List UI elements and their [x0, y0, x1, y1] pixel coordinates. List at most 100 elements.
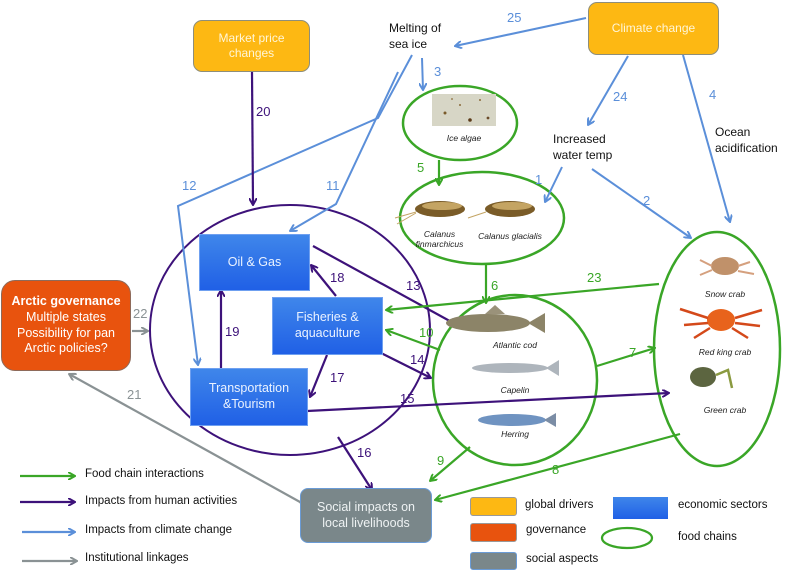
- arrow-14: [380, 352, 431, 378]
- label-2: 2: [643, 193, 651, 208]
- label-6: 6: [491, 278, 499, 293]
- caption-calanus-glacialis: Calanus glacialis: [478, 231, 542, 241]
- label-3: 3: [434, 64, 442, 79]
- caption-capelin: Capelin: [500, 385, 530, 395]
- legend-label-food-chain: Food chain interactions: [85, 468, 204, 480]
- ice-algae-image: [432, 94, 496, 126]
- governance-line-3: Arctic policies?: [24, 341, 108, 356]
- governance-line-1: Multiple states: [26, 309, 106, 324]
- oil-gas-box: Oil & Gas: [199, 234, 310, 291]
- calanus-finmarchicus-image: [394, 201, 465, 225]
- arrow-13: [312, 245, 457, 325]
- food-chain-fish: [431, 293, 599, 467]
- arctic-governance-box: Arctic governance Multiple states Possib…: [1, 280, 131, 371]
- label-21: 21: [127, 387, 142, 402]
- arrow-11: [290, 71, 399, 231]
- arrow-15: [306, 393, 669, 413]
- social-impacts-label: Social impacts on local livelihoods: [317, 499, 415, 530]
- label-13: 13: [406, 278, 421, 293]
- market-price-box: Market price changes: [193, 20, 310, 72]
- governance-line-2: Possibility for pan: [17, 325, 115, 340]
- label-10: 10: [419, 325, 434, 340]
- arrow-4: [682, 54, 730, 222]
- label-18: 18: [330, 270, 345, 285]
- legend-swatch-governance: [470, 523, 517, 542]
- legend-label-social-aspects: social aspects: [526, 553, 599, 565]
- climate-change-label: Climate change: [611, 21, 696, 35]
- label-25: 25: [507, 10, 522, 25]
- food-chain-calanus: [398, 170, 566, 266]
- label-19: 19: [225, 324, 240, 339]
- ocean-acidification-label: Ocean acidification: [715, 125, 778, 156]
- fisheries-box: Fisheries & aquaculture: [272, 297, 383, 355]
- arrow-18: [311, 265, 337, 297]
- arrow-1: [545, 166, 563, 202]
- label-17: 17: [330, 370, 345, 385]
- legend-label-climate: Impacts from climate change: [85, 524, 233, 536]
- atlantic-cod-image: [446, 305, 545, 333]
- market-price-label: Market price changes: [218, 31, 285, 60]
- arrow-23: [386, 282, 660, 310]
- herring-image: [478, 413, 556, 427]
- caption-ice-algae: Ice algae: [446, 133, 482, 143]
- label-16: 16: [357, 445, 372, 460]
- label-1: 1: [535, 172, 543, 187]
- transport-label: Transportation &Tourism: [208, 381, 290, 411]
- snow-crab-image: [699, 257, 755, 276]
- caption-herring: Herring: [501, 429, 529, 439]
- legend-label-institutional: Institutional linkages: [85, 552, 189, 564]
- label-20: 20: [256, 104, 271, 119]
- caption-green-crab: Green crab: [703, 405, 747, 415]
- legend-swatch-economic-sectors: [613, 497, 668, 519]
- transport-box: Transportation &Tourism: [190, 368, 308, 426]
- legend-label-global-drivers: global drivers: [525, 499, 594, 511]
- red-king-crab-image: [679, 307, 763, 340]
- capelin-image: [472, 360, 559, 376]
- label-24: 24: [613, 89, 628, 104]
- caption-calanus-finmarchicus: Calanus finmarchicus: [415, 229, 464, 250]
- legend-swatch-global-drivers: [470, 497, 517, 516]
- legend-label-economic-sectors: economic sectors: [678, 499, 768, 511]
- label-7: 7: [629, 345, 637, 360]
- arrow-7: [596, 348, 655, 368]
- climate-change-box: Climate change: [588, 2, 719, 55]
- label-23: 23: [587, 270, 602, 285]
- arrow-25: [455, 17, 587, 46]
- label-12: 12: [182, 178, 197, 193]
- social-impacts-box: Social impacts on local livelihoods: [300, 488, 432, 543]
- legend-label-human: Impacts from human activities: [85, 495, 238, 507]
- label-22: 22: [133, 306, 148, 321]
- arrow-20: [252, 71, 253, 205]
- arrow-17: [310, 354, 329, 397]
- label-15: 15: [400, 391, 415, 406]
- increased-water-temp-label: Increased water temp: [553, 132, 613, 163]
- food-chain-ice-algae: [401, 84, 519, 162]
- melting-sea-ice-label: Melting of sea ice: [389, 21, 442, 52]
- arrow-10: [386, 330, 441, 352]
- arrow-3: [422, 57, 423, 90]
- label-5: 5: [417, 160, 425, 175]
- arrow-8: [435, 432, 681, 500]
- arrow-24: [588, 55, 629, 125]
- fisheries-label: Fisheries & aquaculture: [294, 310, 361, 340]
- calanus-glacialis-image: [467, 201, 535, 219]
- label-4: 4: [709, 87, 717, 102]
- legend-food-chain-swatch: [600, 526, 654, 550]
- oil-gas-label: Oil & Gas: [227, 254, 282, 269]
- label-11: 11: [326, 178, 340, 193]
- legend-swatch-social-aspects: [470, 552, 517, 570]
- governance-title: Arctic governance: [11, 294, 121, 309]
- label-8: 8: [552, 462, 560, 477]
- caption-red-king-crab: Red king crab: [698, 347, 752, 357]
- arrow-2: [591, 168, 691, 238]
- label-9: 9: [437, 453, 445, 468]
- arrow-9: [430, 446, 471, 481]
- legend-label-governance: governance: [526, 524, 587, 536]
- arrow-21: [69, 374, 300, 502]
- arrow-16: [337, 436, 372, 490]
- legend-label-food-chains: food chains: [678, 531, 737, 543]
- caption-snow-crab: Snow crab: [704, 289, 746, 299]
- caption-atlantic-cod: Atlantic cod: [493, 340, 537, 350]
- arrow-12: [176, 54, 413, 365]
